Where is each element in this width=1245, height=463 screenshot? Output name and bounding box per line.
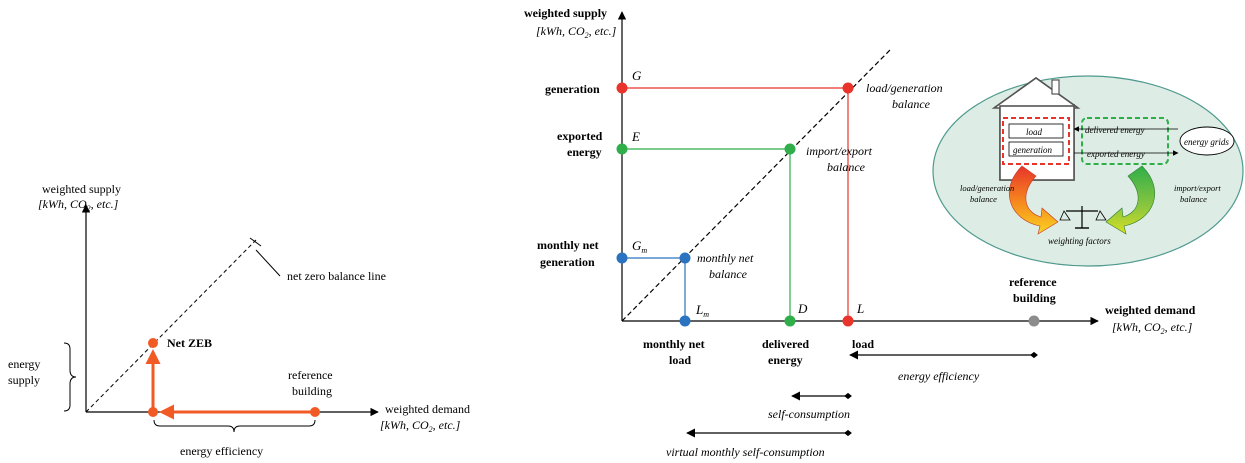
left-efficiency-brace	[153, 419, 316, 433]
left-balance-line-end-tick	[249, 237, 262, 247]
point-reference-building	[1028, 315, 1040, 327]
virtual-self-consumption-range-label: virtual monthly self-consumption	[666, 445, 825, 459]
x-label-reference-2: building	[1013, 291, 1056, 305]
left-energy-efficiency-label: energy efficiency	[180, 444, 263, 458]
x-label-load: load	[852, 337, 874, 351]
y-label-exported-2: energy	[567, 145, 602, 159]
left-corner-point	[148, 407, 158, 417]
right-y-axis-units: [kWh, CO2, etc.]	[536, 24, 617, 40]
inset-energy-grids: energy grids	[1184, 137, 1229, 147]
right-y-axis-title: weighted supply	[524, 6, 607, 20]
letter-E: E	[631, 129, 640, 144]
balance-monthly-net-1: monthly net	[697, 251, 754, 265]
y-label-monthly-gen-1: monthly net	[537, 238, 599, 252]
point-G	[616, 82, 628, 94]
x-label-delivered-1: delivered	[762, 337, 809, 351]
point-load-generation-balance	[842, 82, 854, 94]
left-energy-supply-label-1: energy	[8, 357, 40, 371]
letter-Gm: Gm	[632, 238, 647, 255]
left-net-zeb-label: Net ZEB	[167, 336, 212, 350]
y-label-monthly-gen-2: generation	[540, 255, 595, 269]
y-label-generation: generation	[545, 82, 600, 96]
letter-D: D	[797, 301, 808, 316]
left-reference-point	[310, 407, 320, 417]
left-energy-supply-label-2: supply	[8, 373, 40, 387]
left-y-axis-units: [kWh, CO2, etc.]	[38, 197, 119, 213]
point-import-export-balance	[784, 143, 796, 155]
inset-import-export-1: import/export	[1174, 183, 1221, 193]
inset-red-dashed-box	[1002, 117, 1070, 165]
x-label-delivered-2: energy	[768, 353, 803, 367]
left-reference-label-1: reference	[288, 368, 333, 382]
balance-monthly-net-2: balance	[709, 267, 748, 281]
inset-exported-energy: exported energy	[1087, 149, 1145, 159]
letter-Lm: Lm	[695, 302, 709, 319]
left-x-axis-units: [kWh, CO2, etc.]	[380, 418, 461, 434]
left-x-axis-title: weighted demand	[385, 402, 470, 416]
inset-illustration: load generation delivered energy exporte…	[932, 75, 1244, 267]
left-balance-line-label: net zero balance line	[287, 269, 386, 283]
inset-load-box	[1008, 123, 1064, 139]
inset-import-export-2: balance	[1180, 194, 1207, 204]
x-label-monthly-load-2: load	[669, 353, 691, 367]
inset-load-label: load	[1026, 127, 1043, 137]
inset-weighting-factors: weighting factors	[1048, 236, 1111, 246]
inset-right-curved-arrow	[1105, 165, 1155, 235]
right-x-axis-title: weighted demand	[1105, 303, 1196, 317]
self-consumption-range-label: self-consumption	[768, 407, 850, 421]
left-balance-label-leader	[255, 249, 281, 277]
left-net-zero-balance-line	[85, 239, 257, 413]
energy-efficiency-range-label: energy efficiency	[898, 369, 980, 383]
balance-scale-icon	[1059, 206, 1107, 229]
letter-G: G	[632, 68, 642, 83]
inset-delivered-energy: delivered energy	[1085, 125, 1145, 135]
point-monthly-net-balance	[679, 252, 691, 264]
inset-generation-box	[1008, 141, 1064, 157]
house-chimney	[1051, 79, 1060, 95]
point-D	[784, 315, 796, 327]
balance-load-generation-1: load/generation	[866, 81, 943, 95]
point-E	[616, 143, 628, 155]
inset-green-dashed-box	[1081, 117, 1169, 165]
inset-generation-label: generation	[1013, 145, 1052, 155]
left-reference-label-2: building	[292, 384, 332, 398]
left-net-zeb-point	[148, 338, 158, 348]
inset-load-gen-2: balance	[970, 194, 997, 204]
x-label-reference-1: reference	[1009, 275, 1057, 289]
letter-L: L	[856, 301, 864, 316]
balance-import-export-1: import/export	[806, 144, 873, 158]
left-diagram: net zero balance line weighted supply [k…	[8, 182, 470, 458]
x-label-monthly-load-1: monthly net	[643, 337, 705, 351]
right-x-axis-units: [kWh, CO2, etc.]	[1112, 320, 1193, 336]
point-Gm	[616, 252, 628, 264]
inset-load-gen-1: load/generation	[960, 183, 1014, 193]
left-y-axis-title: weighted supply	[42, 182, 121, 196]
balance-import-export-2: balance	[827, 160, 866, 174]
inset-left-curved-arrow	[1009, 165, 1059, 235]
point-L	[842, 315, 854, 327]
point-Lm	[679, 315, 691, 327]
inset-energy-grids-ellipse	[1179, 126, 1235, 156]
left-supply-brace	[63, 342, 77, 412]
balance-load-generation-2: balance	[892, 97, 931, 111]
y-label-exported-1: exported	[557, 129, 603, 143]
right-diagram: weighted supply [kWh, CO2, etc.] G E Gm …	[524, 6, 1244, 459]
